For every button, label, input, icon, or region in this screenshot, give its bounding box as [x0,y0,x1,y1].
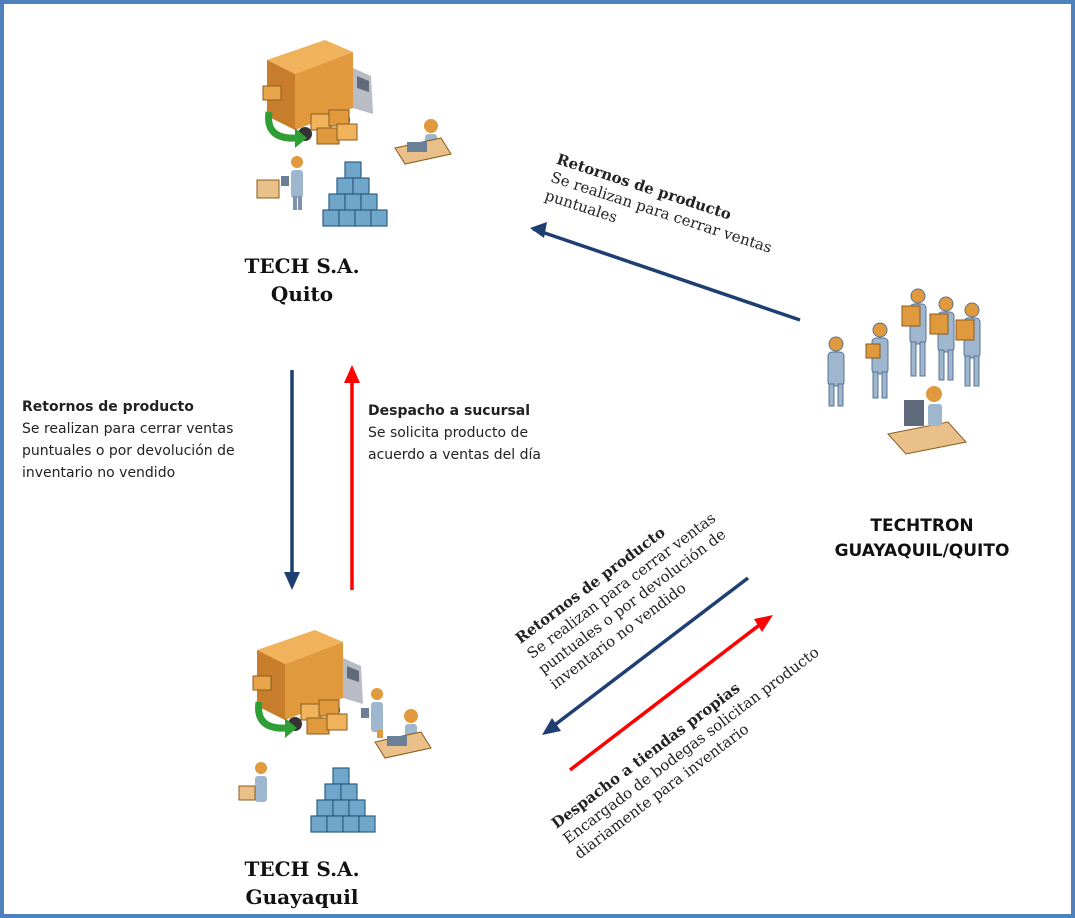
techtron-staff-icon [827,288,981,455]
label-quito-to-guayaquil-title: Retornos de producto [22,399,194,415]
arrowhead-guayaquil-to-techtron [754,615,773,632]
arrowhead-guayaquil-to-quito [344,365,360,383]
arrow-guayaquil-to-techtron [568,621,764,772]
guayaquil-warehouse-icon [238,630,432,833]
node-quito-line2: Quito [270,282,334,306]
quito-warehouse-icon [256,40,452,227]
label-quito-to-guayaquil-line3: inventario no vendido [22,465,176,481]
label-guayaquil-to-quito-line2: acuerdo a ventas del día [368,447,541,463]
node-quito-title: TECH S.A. Quito [232,252,372,308]
node-techtron-line2: GUAYAQUIL/QUITO [834,541,1010,561]
label-guayaquil-to-quito: Despacho a sucursal Se solicita producto… [368,400,541,466]
arrowhead-techtron-to-quito [530,222,547,238]
label-quito-to-guayaquil-line2: puntuales o por devolución de [22,443,235,459]
arrowhead-techtron-to-guayaquil [542,718,561,735]
arrow-techtron-to-quito [532,227,801,322]
arrow-techtron-to-guayaquil [550,576,750,729]
label-quito-to-guayaquil-line1: Se realizan para cerrar ventas [22,421,234,437]
label-guayaquil-to-quito-title: Despacho a sucursal [368,403,531,419]
node-quito-line1: TECH S.A. [244,254,360,278]
node-techtron-line1: TECHTRON [870,516,974,536]
node-guayaquil-title: TECH S.A. Guayaquil [232,855,372,911]
node-guayaquil-line1: TECH S.A. [244,857,360,881]
node-techtron-title: TECHTRON GUAYAQUIL/QUITO [822,514,1022,564]
arrowhead-quito-to-guayaquil [284,572,300,590]
label-guayaquil-to-quito-line1: Se solicita producto de [368,425,529,441]
label-quito-to-guayaquil: Retornos de producto Se realizan para ce… [22,396,235,484]
node-guayaquil-line2: Guayaquil [245,885,359,909]
